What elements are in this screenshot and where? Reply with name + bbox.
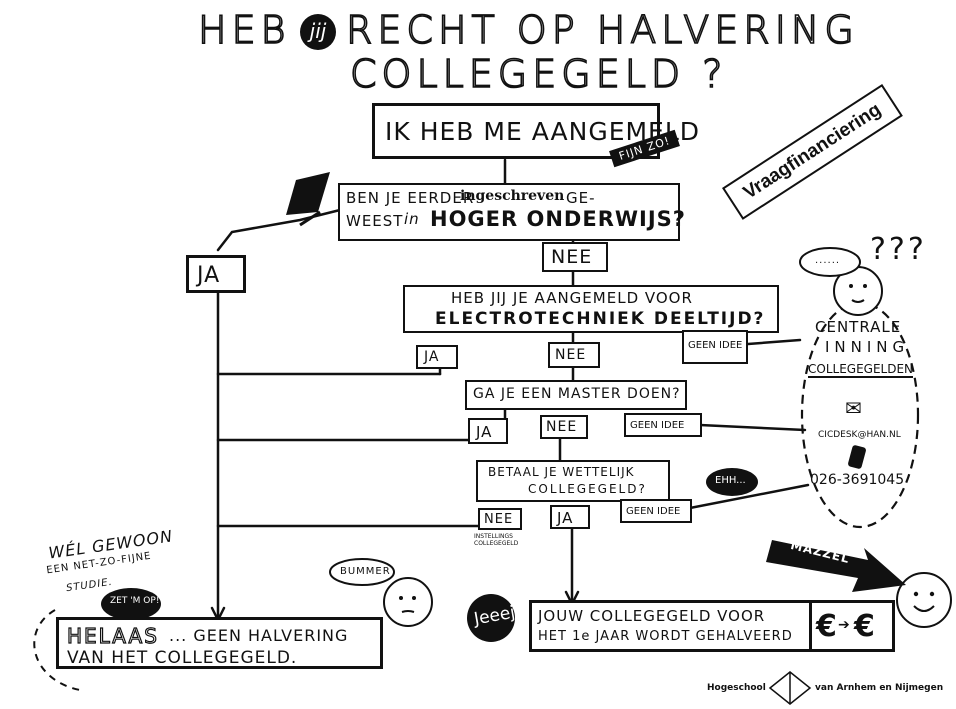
- q4-nee-label: NEE: [484, 512, 514, 527]
- q1-line2-a: WEEST: [346, 212, 404, 230]
- cic-phone: 026-3691045: [810, 472, 905, 488]
- q4-answer-geen-idee: GEEN IDEE: [620, 499, 692, 523]
- q1-line2-b: HOGER ONDERWIJS?: [430, 207, 686, 231]
- q2-nee-label: NEE: [555, 347, 587, 363]
- q4-line2: COLLEGEGELD?: [528, 482, 647, 496]
- q3-nee-label: NEE: [546, 419, 578, 435]
- q1-line1-inline: ingeschreven: [460, 188, 565, 204]
- mail-icon: ✉: [845, 396, 863, 420]
- q4-geen-idee-label: GEEN IDEE: [626, 506, 681, 517]
- cic-line3: COLLEGEGELDEN: [808, 362, 914, 378]
- arrow-right-icon: ➔: [838, 617, 851, 633]
- q2-answer-geen-idee: GEEN IDEE: [682, 330, 748, 364]
- euro-left-icon: €: [816, 609, 837, 644]
- ehh-bubble-text: EHH...: [715, 475, 746, 486]
- ja-main-label: JA: [197, 263, 221, 288]
- q3-answer-nee: NEE: [540, 415, 588, 439]
- q4-line1: BETAAL JE WETTELIJK: [488, 465, 635, 479]
- q4-ja-label: JA: [557, 509, 574, 527]
- thinking-dots: ......: [815, 255, 841, 266]
- question-electrotechniek: HEB JIJ JE AANGEMELD VOOR ELECTROTECHNIE…: [403, 285, 779, 333]
- q4-answer-nee: NEE: [478, 508, 522, 530]
- title-line-2: COLLEGEGELD ?: [349, 51, 728, 97]
- result-line1: JOUW COLLEGEGELD VOOR: [538, 607, 766, 625]
- q3-answer-geen-idee: GEEN IDEE: [624, 413, 702, 437]
- q3-ja-label: JA: [476, 423, 493, 441]
- nee-main-label: NEE: [551, 246, 593, 268]
- bummer-text: BUMMER: [340, 566, 391, 577]
- q2-line2: ELECTROTECHNIEK DEELTIJD?: [435, 309, 766, 329]
- question-eerder-ingeschreven: BEN JE EERDER ingeschreven GE- WEEST in …: [338, 183, 685, 241]
- q3-geen-idee-label: GEEN IDEE: [630, 420, 685, 431]
- title-line-1b: RECHT OP HALVERING: [345, 7, 859, 53]
- q3-answer-ja: JA: [468, 418, 508, 444]
- result-line2: HET 1e JAAR WORDT GEHALVEERD: [538, 629, 793, 644]
- euro-right-icon: €: [854, 609, 875, 644]
- q1-line2-in: in: [404, 210, 420, 228]
- q2-geen-idee-label: GEEN IDEE: [688, 340, 743, 351]
- q4-answer-ja: JA: [550, 505, 590, 529]
- q2-answer-nee: NEE: [548, 342, 600, 368]
- helaas-line1: ... GEEN HALVERING: [169, 626, 349, 645]
- answer-nee-main: NEE: [542, 242, 608, 272]
- zet-m-op-bubble: ZET 'M OP!: [110, 596, 160, 606]
- question-marks: ???: [870, 232, 927, 267]
- cic-line2: INNING: [825, 338, 910, 356]
- q2-line1: HEB JIJ JE AANGEMELD VOOR: [451, 289, 693, 307]
- footer-han: van Arnhem en Nijmegen: [815, 683, 944, 693]
- q4-instellings-note: INSTELLINGS COLLEGEGELD: [474, 533, 519, 547]
- title-jij-badge: jij: [300, 14, 336, 50]
- question-master: GA JE EEN MASTER DOEN?: [465, 380, 687, 410]
- q2-answer-ja: JA: [416, 345, 458, 369]
- q2-ja-label: JA: [424, 349, 440, 365]
- answer-ja-main: JA: [186, 255, 246, 293]
- title-line-1a: HEB: [197, 7, 291, 53]
- q1-line1-a: BEN JE EERDER: [346, 189, 475, 207]
- cic-email: CICDESK@HAN.NL: [818, 430, 901, 440]
- helaas-label: HELAAS: [66, 623, 159, 648]
- question-wettelijk-collegegeld: BETAAL JE WETTELIJK COLLEGEGELD?: [476, 460, 670, 502]
- cic-line1: CENTRALE: [815, 318, 902, 336]
- result-geen-halvering: HELAAS ... GEEN HALVERING VAN HET COLLEG…: [56, 617, 383, 669]
- result-divider: [809, 603, 812, 649]
- helaas-line2: VAN HET COLLEGEGELD.: [67, 648, 298, 668]
- q3-text: GA JE EEN MASTER DOEN?: [473, 386, 681, 402]
- footer-hogeschool: Hogeschool: [707, 683, 766, 693]
- q1-line1-b: GE-: [566, 189, 596, 207]
- result-gehalveerd: JOUW COLLEGEGELD VOOR HET 1e JAAR WORDT …: [529, 600, 895, 652]
